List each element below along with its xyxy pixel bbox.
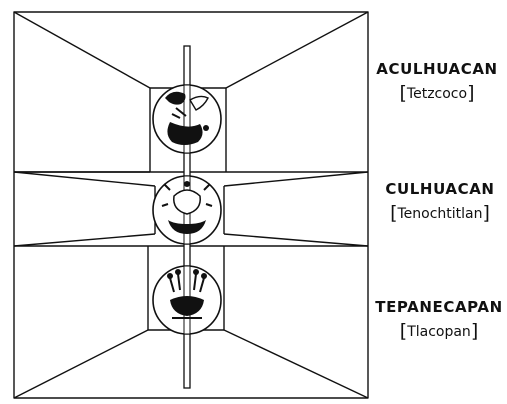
tier-label-middle: CULHUACAN [Tenochtitlan]	[373, 180, 507, 224]
tier-label-top: ACULHUACAN [Tetzcoco]	[371, 60, 503, 104]
tier-name: TEPANECAPAN	[371, 298, 507, 316]
culhuacan-glyph-icon	[153, 176, 221, 244]
tier-place: [Tlacopan]	[400, 320, 478, 342]
tepanecapan-glyph-icon	[153, 266, 221, 334]
tier-place: [Tenochtitlan]	[390, 202, 490, 224]
aculhuacan-glyph-icon	[153, 85, 221, 153]
tier-name: ACULHUACAN	[371, 60, 503, 78]
tier-label-bottom: TEPANECAPAN [Tlacopan]	[371, 298, 507, 342]
tier-name: CULHUACAN	[373, 180, 507, 198]
tier-place: [Tetzcoco]	[400, 82, 475, 104]
